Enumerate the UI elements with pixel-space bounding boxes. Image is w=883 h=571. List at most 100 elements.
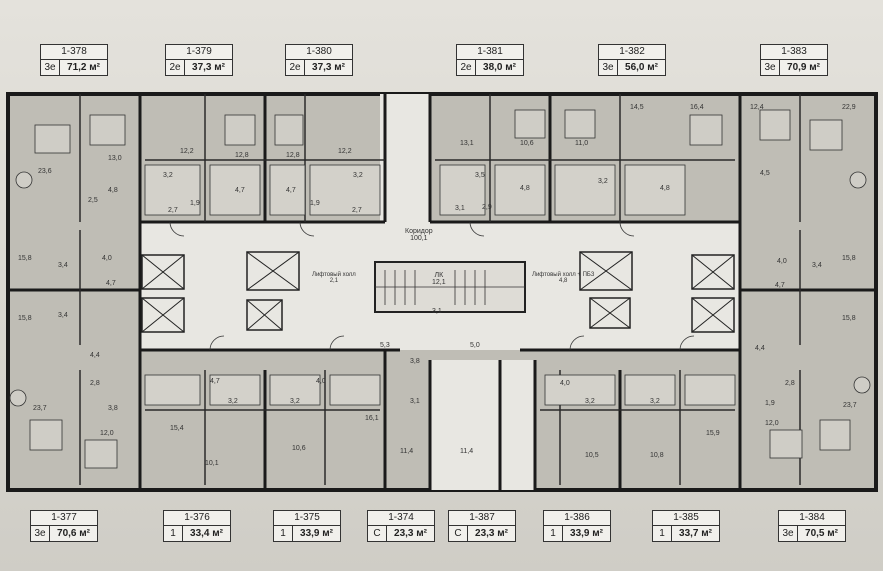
- unit-area: 33,9 м²: [570, 528, 603, 539]
- unit-area: 70,6 м²: [57, 528, 90, 539]
- room-area-label: 2,7: [168, 207, 178, 214]
- unit-type: 3e: [31, 526, 50, 541]
- room-area-label: 12,8: [235, 152, 249, 159]
- unit-number: 1-382: [598, 44, 666, 59]
- room-area-label: 16,4: [690, 104, 704, 111]
- room-area-label: 12,4: [750, 104, 764, 111]
- room-area-label: 4,0: [316, 378, 326, 385]
- unit-type: 1: [274, 526, 293, 541]
- room-area-label: 1,9: [765, 400, 775, 407]
- unit-number: 1-387: [448, 510, 516, 525]
- unit-number: 1-383: [760, 44, 828, 59]
- unit-type: 2e: [166, 60, 185, 75]
- unit-area: 70,9 м²: [787, 62, 820, 73]
- unit-number: 1-378: [40, 44, 108, 59]
- room-area-label: 3,5: [475, 172, 485, 179]
- room-area-label: 15,8: [842, 315, 856, 322]
- room-area-label: 5,0: [470, 342, 480, 349]
- room-area-label: 14,5: [630, 104, 644, 111]
- unit-number: 1-377: [30, 510, 98, 525]
- unit-area: 37,3 м²: [192, 62, 225, 73]
- unit-area: 23,3 м²: [394, 528, 427, 539]
- lift-hall-right-label: Лифтовый холл + ПБЗ 4,8: [532, 272, 594, 284]
- room-area-label: 4,8: [660, 185, 670, 192]
- room-area-label: 3,8: [108, 405, 118, 412]
- unit-type: 3e: [761, 60, 780, 75]
- stair-label: ЛК 12,1: [432, 272, 446, 286]
- room-area-label: 4,7: [286, 187, 296, 194]
- room-area-label: 10,1: [205, 460, 219, 467]
- unit-type: 1: [653, 526, 672, 541]
- unit-number: 1-385: [652, 510, 720, 525]
- unit-type: 1: [164, 526, 183, 541]
- unit-number: 1-384: [778, 510, 846, 525]
- unit-label-1-385[interactable]: 1-385 1 33,7 м²: [652, 510, 720, 542]
- room-area-label: 13,1: [460, 140, 474, 147]
- room-area-label: 11,0: [575, 140, 589, 147]
- unit-number: 1-374: [367, 510, 435, 525]
- room-area-label: 11,4: [460, 448, 474, 455]
- unit-number: 1-386: [543, 510, 611, 525]
- room-area-label: 15,8: [18, 315, 32, 322]
- room-area-label: 2,8: [90, 380, 100, 387]
- room-area-label: 3,4: [58, 312, 68, 319]
- unit-label-1-379[interactable]: 1-379 2e 37,3 м²: [165, 44, 233, 76]
- unit-number: 1-379: [165, 44, 233, 59]
- room-area-label: 22,9: [842, 104, 856, 111]
- unit-area: 33,7 м²: [679, 528, 712, 539]
- unit-number: 1-376: [163, 510, 231, 525]
- unit-label-1-383[interactable]: 1-383 3e 70,9 м²: [760, 44, 828, 76]
- room-area-label: 3,8: [410, 358, 420, 365]
- room-area-label: 13,0: [108, 155, 122, 162]
- room-area-label: 1,9: [310, 200, 320, 207]
- center-core: [380, 94, 430, 224]
- room-area-label: 12,0: [765, 420, 779, 427]
- room-area-label: 4,4: [755, 345, 765, 352]
- room-area-label: 11,4: [400, 448, 414, 455]
- room-area-label: 3,4: [58, 262, 68, 269]
- room-area-label: 23,7: [843, 402, 857, 409]
- room-area-label: 15,9: [706, 430, 720, 437]
- room-area-label: 4,0: [777, 258, 787, 265]
- room-area-label: 10,8: [650, 452, 664, 459]
- unit-label-1-374[interactable]: 1-374 С 23,3 м²: [367, 510, 435, 542]
- room-area-label: 4,8: [520, 185, 530, 192]
- room-area-label: 16,1: [365, 415, 379, 422]
- unit-area: 70,5 м²: [805, 528, 838, 539]
- unit-label-1-375[interactable]: 1-375 1 33,9 м²: [273, 510, 341, 542]
- room-area-label: 2,8: [785, 380, 795, 387]
- room-area-label: 10,5: [585, 452, 599, 459]
- room-area-label: 3,2: [290, 398, 300, 405]
- room-area-label: 4,7: [235, 187, 245, 194]
- room-area-label: 4,8: [108, 187, 118, 194]
- unit-area: 23,3 м²: [475, 528, 508, 539]
- unit-number: 1-381: [456, 44, 524, 59]
- lift-hall-right-area: 4,8: [559, 278, 568, 284]
- room-area-label: 15,4: [170, 425, 184, 432]
- unit-area: 37,3 м²: [312, 62, 345, 73]
- lift-hall-left-area: 2,1: [329, 278, 339, 284]
- unit-area: 71,2 м²: [67, 62, 100, 73]
- lift-hall-left-title: Лифтовый холл: [312, 272, 356, 278]
- unit-type: 3e: [779, 526, 798, 541]
- room-area-label: 4,7: [210, 378, 220, 385]
- room-area-label: 3,2: [598, 178, 608, 185]
- corridor-label: Коридор 100,1: [405, 228, 433, 242]
- room-area-label: 4,0: [102, 255, 112, 262]
- unit-area: 33,9 м²: [300, 528, 333, 539]
- unit-type: С: [368, 526, 387, 541]
- unit-number: 1-375: [273, 510, 341, 525]
- unit-label-1-384[interactable]: 1-384 3e 70,5 м²: [778, 510, 846, 542]
- unit-area: 56,0 м²: [625, 62, 658, 73]
- room-area-label: 3,1: [455, 205, 465, 212]
- room-area-label: 2,7: [352, 207, 362, 214]
- unit-label-1-377[interactable]: 1-377 3e 70,6 м²: [30, 510, 98, 542]
